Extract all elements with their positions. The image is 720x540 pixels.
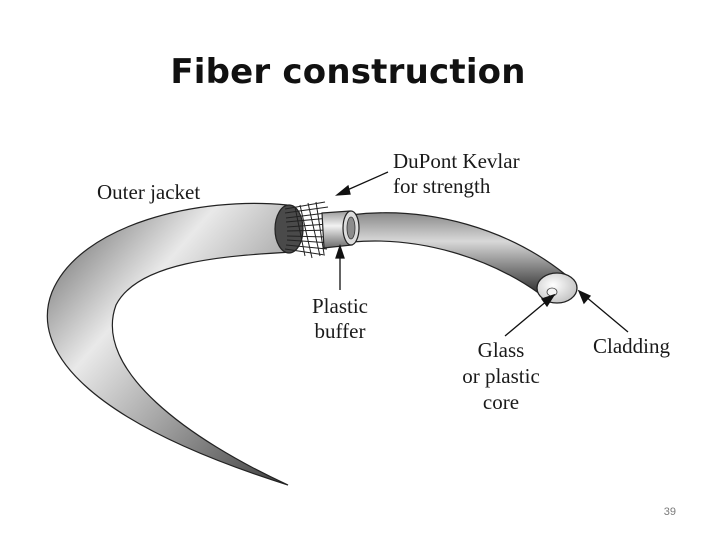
fiber-cladding-shape bbox=[349, 212, 567, 295]
label-core-line2: or plastic bbox=[462, 364, 540, 388]
fiber-tip bbox=[536, 272, 578, 304]
core-dot bbox=[546, 287, 558, 297]
buffer-inner-ring bbox=[346, 216, 356, 240]
page-number: 39 bbox=[663, 506, 676, 518]
label-kevlar-line2: for strength bbox=[393, 174, 491, 198]
label-outer-jacket: Outer jacket bbox=[97, 180, 201, 204]
slide-title: Fiber construction bbox=[170, 52, 526, 92]
label-buffer-line1: Plastic bbox=[312, 294, 368, 318]
label-core-line1: Glass bbox=[477, 338, 525, 362]
pointer-arrows bbox=[334, 171, 629, 337]
label-kevlar-line1: DuPont Kevlar bbox=[393, 149, 520, 173]
outer-jacket-shape bbox=[46, 202, 293, 486]
label-core-line3: core bbox=[482, 390, 520, 414]
label-buffer-line2: buffer bbox=[314, 319, 366, 343]
label-cladding: Cladding bbox=[593, 334, 670, 358]
